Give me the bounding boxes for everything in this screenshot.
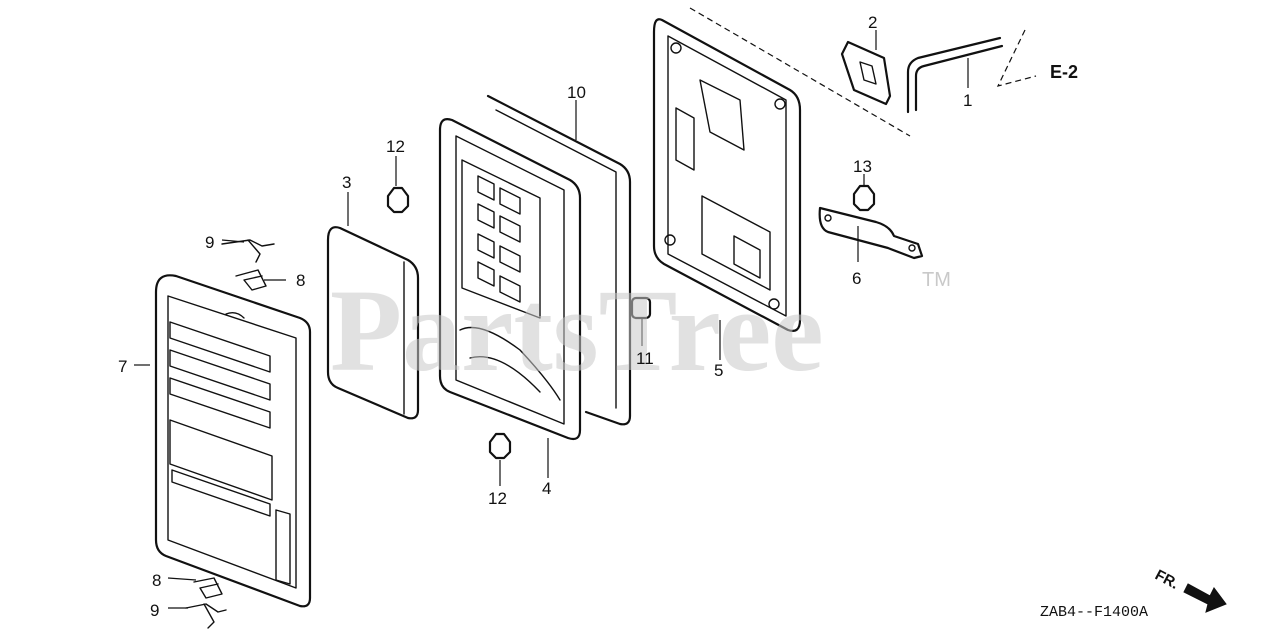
callout-1[interactable]: 1 bbox=[963, 91, 972, 110]
part-6-stay-bracket[interactable] bbox=[818, 206, 924, 260]
part-1-breather-tube[interactable] bbox=[906, 36, 1004, 114]
part-3-filter-element[interactable] bbox=[326, 226, 420, 420]
callout-12-lower[interactable]: 12 bbox=[488, 489, 507, 508]
reference-e2[interactable]: E-2 bbox=[1050, 62, 1078, 82]
callout-8-lower[interactable]: 8 bbox=[152, 571, 161, 590]
callout-6[interactable]: 6 bbox=[852, 269, 861, 288]
part-2-bracket-plate[interactable] bbox=[840, 40, 892, 106]
part-7-air-cleaner-cover[interactable] bbox=[154, 274, 312, 608]
callout-13[interactable]: 13 bbox=[853, 157, 872, 176]
watermark: PartsTree bbox=[330, 265, 824, 396]
part-5-air-cleaner-base[interactable] bbox=[652, 18, 802, 332]
callout-8-upper[interactable]: 8 bbox=[296, 271, 305, 290]
part-9-clip-upper[interactable] bbox=[221, 239, 275, 263]
front-direction-indicator: FR. bbox=[1152, 567, 1227, 613]
callout-9-upper[interactable]: 9 bbox=[205, 233, 214, 252]
front-label: FR. bbox=[1152, 567, 1181, 593]
part-4-element-case[interactable] bbox=[438, 118, 582, 441]
callout-10[interactable]: 10 bbox=[567, 83, 586, 102]
watermark-trademark: TM bbox=[922, 269, 951, 291]
part-13-nut[interactable] bbox=[852, 184, 876, 212]
callout-3[interactable]: 3 bbox=[342, 173, 351, 192]
diagram-code: ZAB4--F1400A bbox=[1040, 604, 1148, 621]
part-9-clip-lower[interactable] bbox=[185, 603, 227, 629]
callout-2[interactable]: 2 bbox=[868, 13, 877, 32]
callout-11[interactable]: 11 bbox=[636, 349, 654, 368]
part-11-collar[interactable] bbox=[630, 296, 652, 320]
front-arrow-icon bbox=[1183, 583, 1227, 613]
part-10-gasket[interactable] bbox=[486, 94, 632, 426]
leader-lines bbox=[134, 7, 1037, 609]
part-8-clip-upper[interactable] bbox=[235, 269, 267, 291]
callout-4[interactable]: 4 bbox=[542, 479, 551, 498]
callout-5[interactable]: 5 bbox=[714, 361, 723, 380]
callout-7[interactable]: 7 bbox=[118, 357, 127, 376]
callout-9-lower[interactable]: 9 bbox=[150, 601, 159, 620]
callout-12-upper[interactable]: 12 bbox=[386, 137, 405, 156]
part-8-clip-lower[interactable] bbox=[193, 577, 223, 599]
part-12-nut-upper[interactable] bbox=[386, 186, 410, 214]
part-12-nut-lower[interactable] bbox=[488, 432, 512, 460]
